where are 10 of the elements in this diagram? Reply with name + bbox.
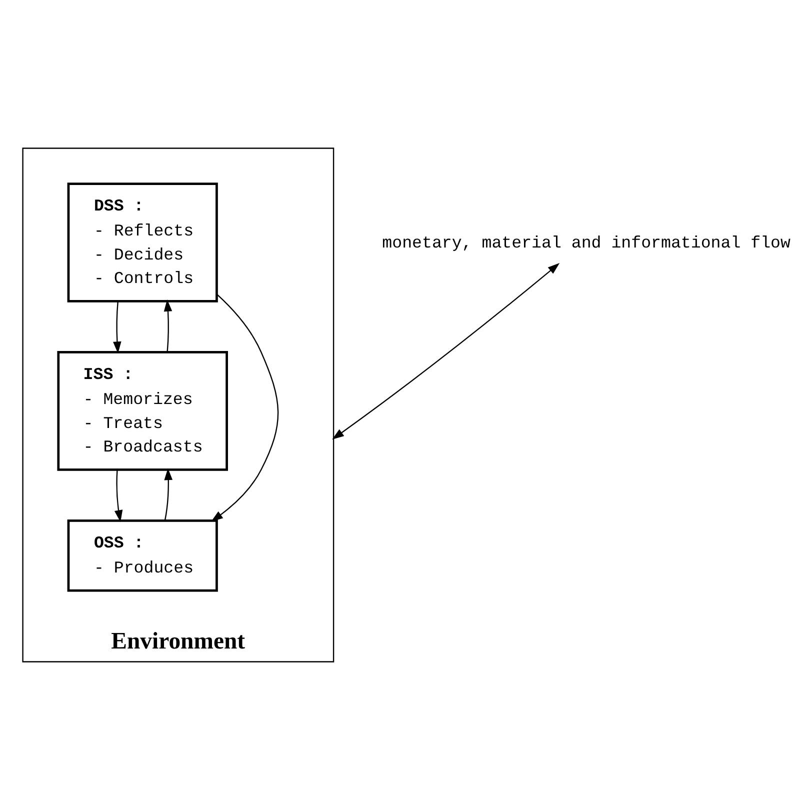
arrow	[332, 262, 560, 439]
node-box: OSS : - Produces	[67, 518, 218, 592]
arrow	[211, 293, 279, 522]
arrow	[164, 299, 172, 352]
node-box: ISS : - Memorizes - Treats - Broadcasts	[57, 350, 228, 470]
arrow	[164, 468, 173, 520]
node-box: DSS : - Reflects - Decides - Controls	[67, 182, 218, 302]
arrow	[114, 469, 123, 522]
node-text: monetary, material and informational flow	[382, 233, 790, 252]
arrow	[113, 300, 122, 353]
